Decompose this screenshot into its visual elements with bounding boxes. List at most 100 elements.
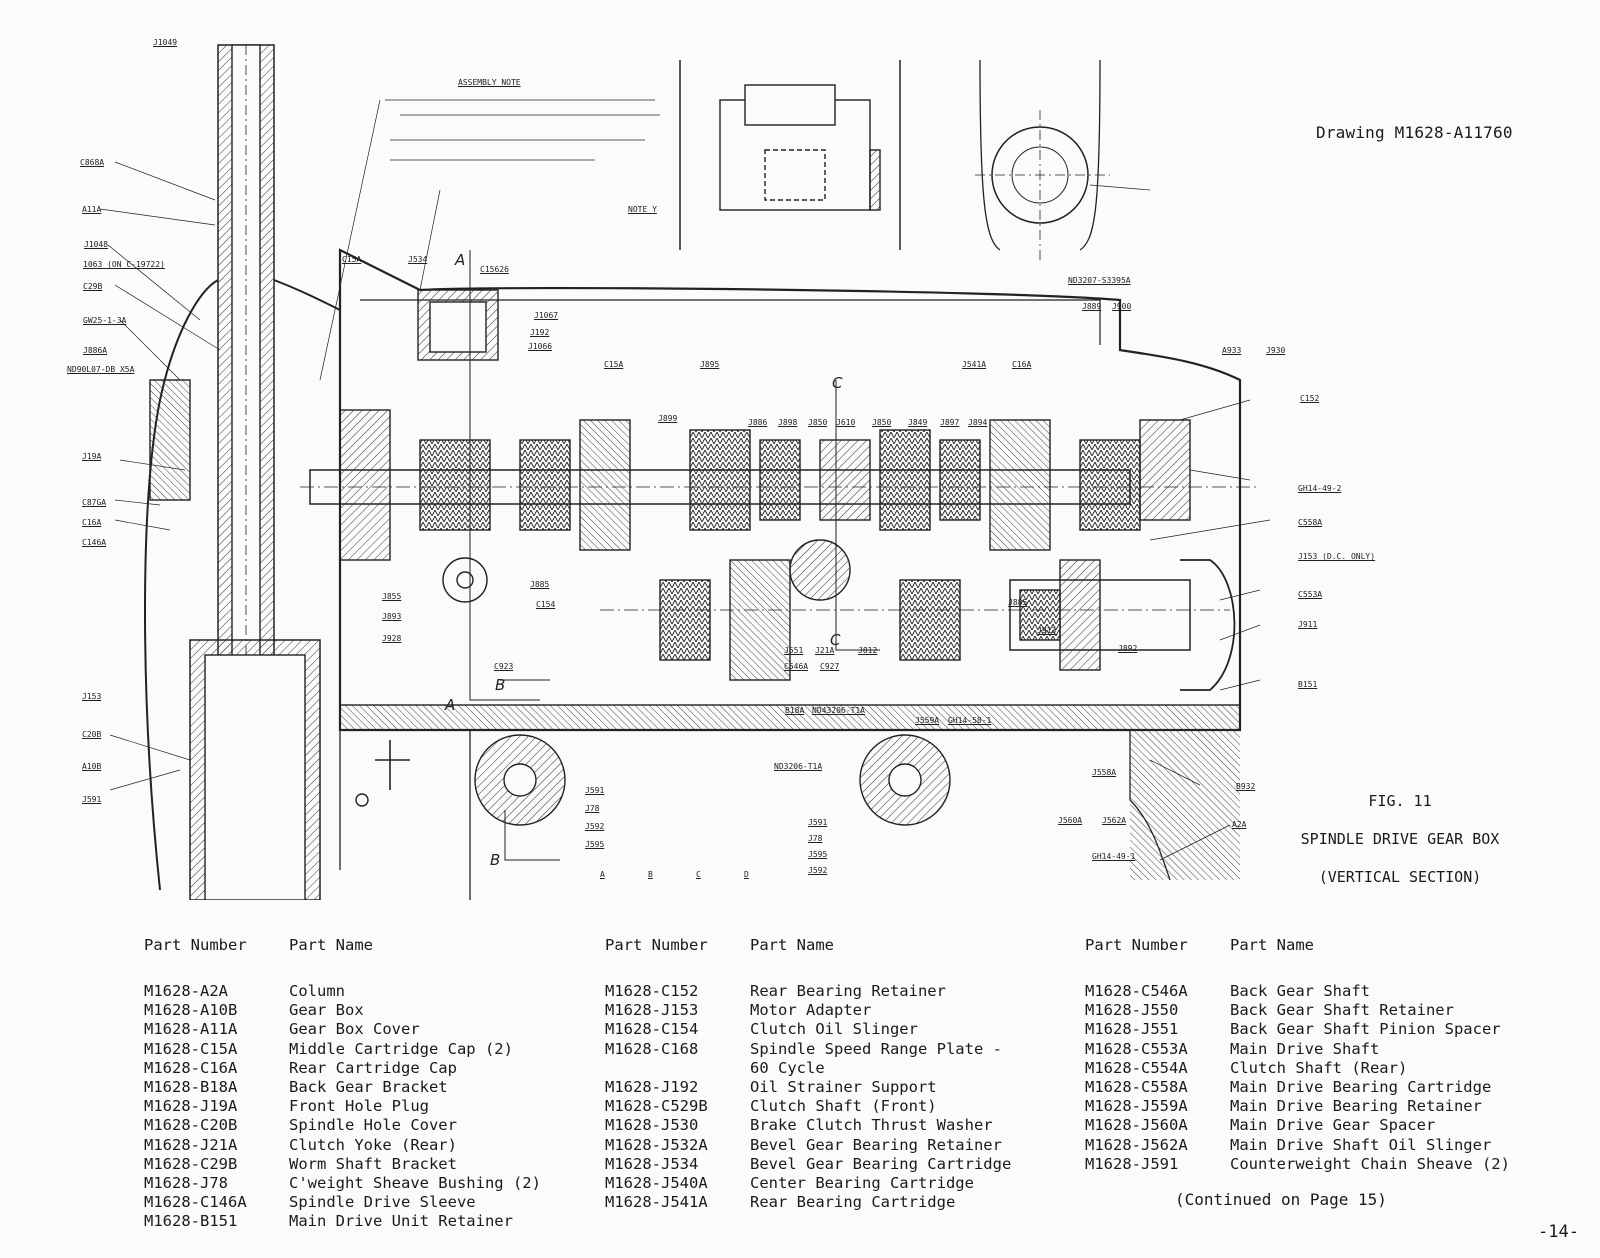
callout-label: J898 (778, 418, 798, 427)
section-letter-c-lower: C (830, 631, 841, 649)
part-name: Spindle Drive Sleeve (289, 1193, 476, 1212)
part-number: M1628-C20B (144, 1116, 238, 1135)
part-name: Back Gear Shaft Pinion Spacer (1230, 1020, 1501, 1039)
callout-label: J592 (808, 866, 828, 875)
part-name: Center Bearing Cartridge (750, 1173, 974, 1192)
part-name: Rear Bearing Cartridge (750, 1193, 956, 1212)
callout-label: C546A (784, 662, 809, 671)
callout-label: J900 (1112, 302, 1132, 311)
page-number: -14- (1538, 1222, 1579, 1242)
callout-label: J850 (872, 418, 892, 427)
callout-label: J153 (D.C. ONLY) (1298, 552, 1376, 561)
figure-caption: FIG. 11 SPINDLE DRIVE GEAR BOX (VERTICAL… (1290, 782, 1510, 896)
part-name: Gear Box (289, 1001, 364, 1020)
callout-label: B18A (785, 706, 805, 715)
section-letter-b: B (495, 676, 505, 694)
callout-label: ND90L07-DB X5A (67, 365, 135, 374)
header-part-number: Part Number (605, 936, 708, 954)
callout-label: D (744, 870, 749, 879)
part-number: M1628-C146A (144, 1193, 247, 1212)
part-number: M1628-J192 (605, 1077, 699, 1096)
callout-label: J849 (908, 418, 928, 427)
callout-label: J928 (382, 634, 402, 643)
part-name: Column (289, 982, 345, 1000)
part-name: Clutch Yoke (Rear) (289, 1135, 457, 1154)
part-number: M1628-J78 (144, 1173, 228, 1192)
callout-label: J897 (940, 418, 960, 427)
callout-label: C16A (82, 518, 102, 527)
callout-label: J899 (658, 414, 678, 423)
part-number: M1628-J153 (605, 1001, 699, 1020)
part-name: Brake Clutch Thrust Washer (750, 1116, 993, 1135)
part-number: M1628-J530 (605, 1116, 699, 1135)
header-part-number: Part Number (1085, 936, 1188, 954)
callout-label: J595 (808, 850, 828, 859)
callout-label: J558A (1092, 768, 1117, 777)
callout-label: J562A (1102, 816, 1127, 825)
callout-label: GH14-58-1 (948, 716, 992, 725)
callout-label: J893 (382, 612, 402, 621)
part-number: M1628-J541A (605, 1193, 708, 1212)
part-number: M1628-C152 (605, 982, 699, 1000)
part-number: M1628-C529B (605, 1097, 708, 1116)
callout-label: C16A (1012, 360, 1032, 369)
callout-label: J21A (815, 646, 835, 655)
callout-label: J812 (858, 646, 878, 655)
callout-label: J894 (968, 418, 988, 427)
callout-label: J892 (1118, 644, 1138, 653)
part-name: Clutch Shaft (Rear) (1230, 1058, 1408, 1077)
callout-label: J19A (82, 452, 102, 461)
callout-label: J850 (808, 418, 828, 427)
callout-label: C20B (82, 730, 102, 739)
callout-label: J895 (700, 360, 720, 369)
figure-number: FIG. 11 (1368, 792, 1432, 810)
callout-label: GW25-1-3A (83, 316, 127, 325)
continued-note: (Continued on Page 15) (1175, 1190, 1387, 1209)
callout-label: J592 (585, 822, 605, 831)
callout-label: A933 (1222, 346, 1242, 355)
part-number: M1628-J532A (605, 1135, 708, 1154)
callout-label: J1067 (534, 311, 559, 320)
callout-label: J885 (530, 580, 550, 589)
part-name: Main Drive Shaft Oil Slinger (1230, 1135, 1492, 1154)
callout-label: C146A (82, 538, 107, 547)
callout-label: ND43206-T1A (812, 706, 865, 715)
callout-label: J153 (82, 692, 102, 701)
callout-label: C558A (1298, 518, 1323, 527)
callout-label: A11A (82, 205, 102, 214)
callout-label: C15626 (480, 265, 509, 274)
part-name: Front Hole Plug (289, 1097, 429, 1116)
callout-label: J886A (83, 346, 108, 355)
part-name: Oil Strainer Support (750, 1077, 937, 1096)
header-part-name: Part Name (289, 936, 373, 954)
callout-label: C87GA (82, 498, 107, 507)
part-name: Main Drive Shaft (1230, 1039, 1380, 1058)
part-name: Back Gear Shaft Retainer (1230, 1001, 1454, 1020)
callout-label: J610 (836, 418, 856, 427)
part-number: M1628-J560A (1085, 1116, 1188, 1135)
section-letter-a-lower: A (444, 696, 455, 714)
callout-label: C868A (80, 158, 105, 167)
drawing-reference: Drawing M1628-A11760 (1316, 123, 1513, 142)
part-name: 60 Cycle (750, 1058, 825, 1077)
callout-label: J855 (382, 592, 402, 601)
part-name: Gear Box Cover (289, 1020, 420, 1039)
callout-label: ND3207-S3395A (1068, 276, 1131, 285)
part-number: M1628-J534 (605, 1154, 699, 1173)
callout-label: J1049 (153, 38, 178, 47)
part-number: M1628-J21A (144, 1135, 238, 1154)
callout-label: A (600, 870, 605, 879)
callout-label: 1063 (ON C-19722) (83, 260, 165, 269)
callout-label: J192 (530, 328, 550, 337)
part-number: M1628-C29B (144, 1154, 238, 1173)
part-name: Middle Cartridge Cap (2) (289, 1039, 513, 1058)
callout-label: C152 (1300, 394, 1320, 403)
callout-label: J541A (962, 360, 987, 369)
part-number: M1628-J591 (1085, 1154, 1179, 1173)
callout-label: J1066 (528, 342, 553, 351)
callout-label: J534 (408, 255, 428, 264)
part-number: M1628-C554A (1085, 1058, 1188, 1077)
callout-label: C154 (536, 600, 556, 609)
part-name: Rear Bearing Retainer (750, 982, 946, 1000)
part-name: Spindle Speed Range Plate - (750, 1039, 1002, 1058)
